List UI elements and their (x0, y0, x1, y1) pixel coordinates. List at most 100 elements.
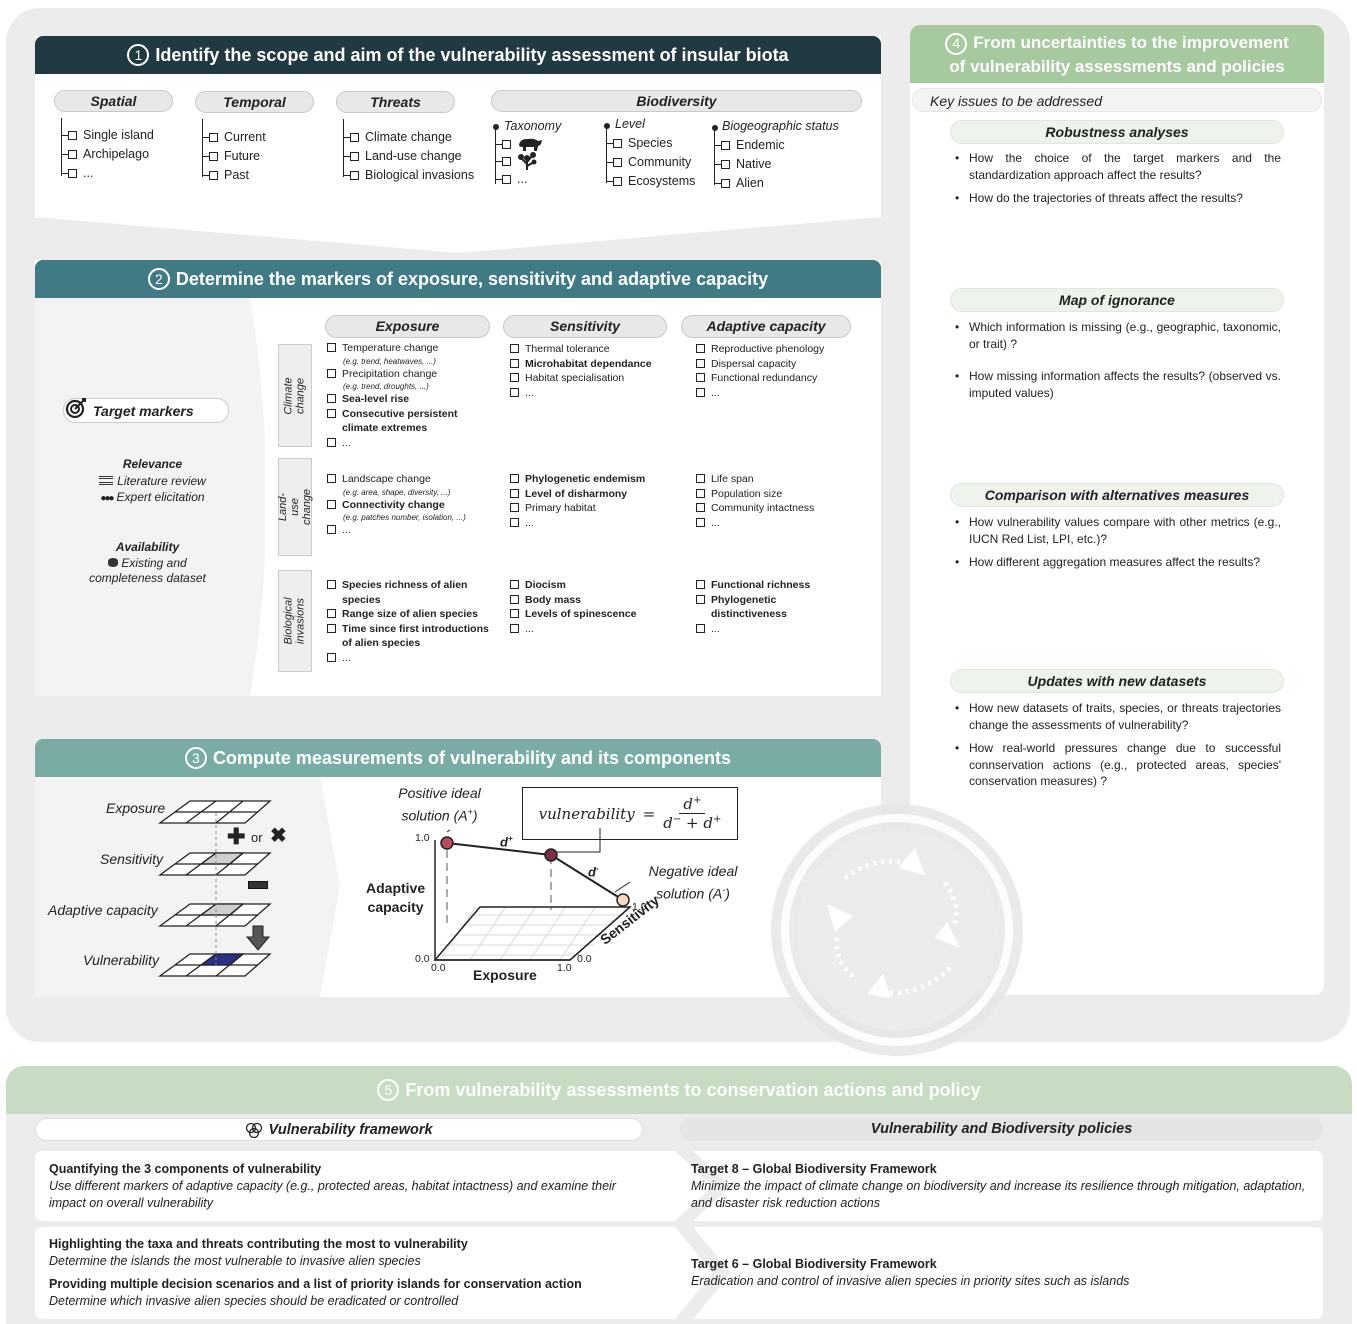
marker-item: Body mass (510, 593, 670, 608)
marker-item: Phylogenetic distinctiveness (696, 593, 846, 622)
box1-left: Quantifying the 3 components of vulnerab… (49, 1161, 634, 1212)
topsis-plot (430, 828, 632, 961)
checkbox-icon (613, 139, 622, 148)
checkbox-icon (209, 171, 218, 180)
box2-left: Highlighting the taxa and threats contri… (49, 1236, 649, 1310)
taxonomy-label: Taxonomy (504, 119, 562, 133)
checkbox-icon (696, 580, 705, 589)
checkbox-icon (350, 171, 359, 180)
cycle-icon (771, 804, 1023, 1056)
checkbox-icon (327, 580, 336, 589)
col-exposure: Exposure (325, 315, 490, 338)
marker-item: ... (696, 622, 846, 637)
checkbox-icon (696, 623, 705, 633)
list-item: Biological invasions (344, 166, 474, 185)
checkbox-icon (510, 623, 519, 633)
marker-item: Sea-level rise (327, 392, 487, 407)
list-item: Past (203, 166, 266, 185)
list-item: How real-world pressures change due to s… (955, 740, 1281, 790)
list-item (496, 152, 543, 170)
box2-bg (35, 1227, 1323, 1319)
marker-item: Connectivity change (327, 498, 487, 513)
list-item: Endemic (715, 136, 785, 155)
taxonomy-list: ... (496, 136, 543, 189)
checkbox-icon (502, 175, 511, 184)
marker-item: Reproductive phenology (696, 342, 856, 357)
checkbox-icon (510, 580, 519, 589)
updates-title: Updates with new datasets (950, 669, 1284, 693)
robustness-title: Robustness analyses (950, 120, 1284, 144)
tick-x-left: 0.0 (431, 962, 446, 974)
checkbox-icon (696, 373, 705, 382)
d-plus-label: d+ (500, 834, 513, 850)
level-list: Species Community Ecosystems (607, 134, 695, 191)
policies-pill: Vulnerability and Biodiversity policies (680, 1118, 1323, 1141)
marker-item: Range size of alien species (327, 607, 492, 622)
marker-item: Time since first introductions of alien … (327, 622, 492, 651)
section2-title: Determine the markers of exposure, sensi… (175, 268, 769, 289)
biogeo-label: Biogeographic status (722, 119, 839, 133)
box2-left-desc-b: Determine which invasive alien species s… (49, 1294, 459, 1308)
row-landuse-label: Land-use change (277, 458, 313, 556)
marker-item: Landscape change (327, 472, 487, 487)
plus-icon: ✚ (227, 824, 246, 849)
box1-right: Target 8 – Global Biodiversity Framework… (691, 1161, 1311, 1212)
vulnerability-framework-pill: Vulnerability framework (35, 1118, 643, 1141)
target-markers-pill: Target markers (63, 397, 229, 423)
target-icon (65, 397, 86, 418)
checkbox-icon (510, 517, 519, 527)
tick-z-one: 1.0 (632, 901, 647, 913)
checkbox-icon (510, 503, 519, 512)
layer-label-vulnerability: Vulnerability (83, 952, 160, 968)
list-item: How vulnerability values compare with ot… (955, 514, 1281, 547)
checkbox-icon (696, 503, 705, 512)
checkbox-icon (510, 358, 519, 368)
checkbox-icon (68, 131, 77, 140)
checkbox-icon (327, 343, 336, 352)
checkbox-icon (613, 158, 622, 167)
list-item: Which information is missing (e.g., geog… (955, 319, 1281, 352)
marker-example: (e.g. trend, droughts, ...) (343, 382, 429, 391)
availability-heading: Availability (115, 540, 180, 554)
checkbox-icon (696, 358, 705, 368)
list-item: Species (607, 134, 695, 153)
list-item: Community (607, 153, 695, 172)
comparison-title: Comparison with alternatives measures (950, 483, 1284, 507)
marker-item: ... (510, 386, 670, 401)
layer-stack (158, 800, 272, 977)
d-minus-label: d- (588, 864, 599, 880)
spatial-tree-line (61, 118, 62, 176)
tick-x-right: 1.0 (557, 962, 572, 974)
alternative-point (544, 848, 558, 862)
temporal-list: Current Future Past (203, 128, 266, 185)
taxonomy-dot (493, 124, 499, 130)
marker-item: Functional richness (696, 578, 846, 593)
box2-right: Target 6 – Global Biodiversity Framework… (691, 1256, 1311, 1290)
checkbox-icon (502, 139, 511, 149)
comparison-bullets: How vulnerability values compare with ot… (955, 514, 1281, 571)
marker-item: Population size (696, 487, 856, 502)
literature-item: Literature review (70, 473, 235, 490)
checkbox-icon (327, 499, 336, 509)
checkbox-icon (327, 652, 336, 662)
marker-item: Microhabitat dependance (510, 357, 670, 372)
marker-item: Thermal tolerance (510, 342, 670, 357)
row-climate-label: Climate change (278, 344, 312, 447)
checkbox-icon (327, 474, 336, 483)
climate-exposure-list: Temperature change(e.g. trend, heatwaves… (327, 341, 487, 450)
adaptive-layer (158, 903, 272, 927)
list-item (496, 136, 543, 152)
section1-arrow-tip (35, 217, 881, 253)
layer-label-sensitivity: Sensitivity (100, 851, 164, 867)
layer-label-adaptive: Adaptive capacity (48, 902, 158, 918)
robustness-bullets: How the choice of the target markers and… (955, 150, 1281, 207)
col-adaptive: Adaptive capacity (681, 315, 851, 338)
checkbox-icon (327, 408, 336, 418)
checkbox-icon (510, 387, 519, 397)
marker-item: Life span (696, 472, 856, 487)
list-item: How missing information affects the resu… (955, 368, 1281, 401)
section5-header: 5 From vulnerability assessments to cons… (6, 1066, 1352, 1114)
